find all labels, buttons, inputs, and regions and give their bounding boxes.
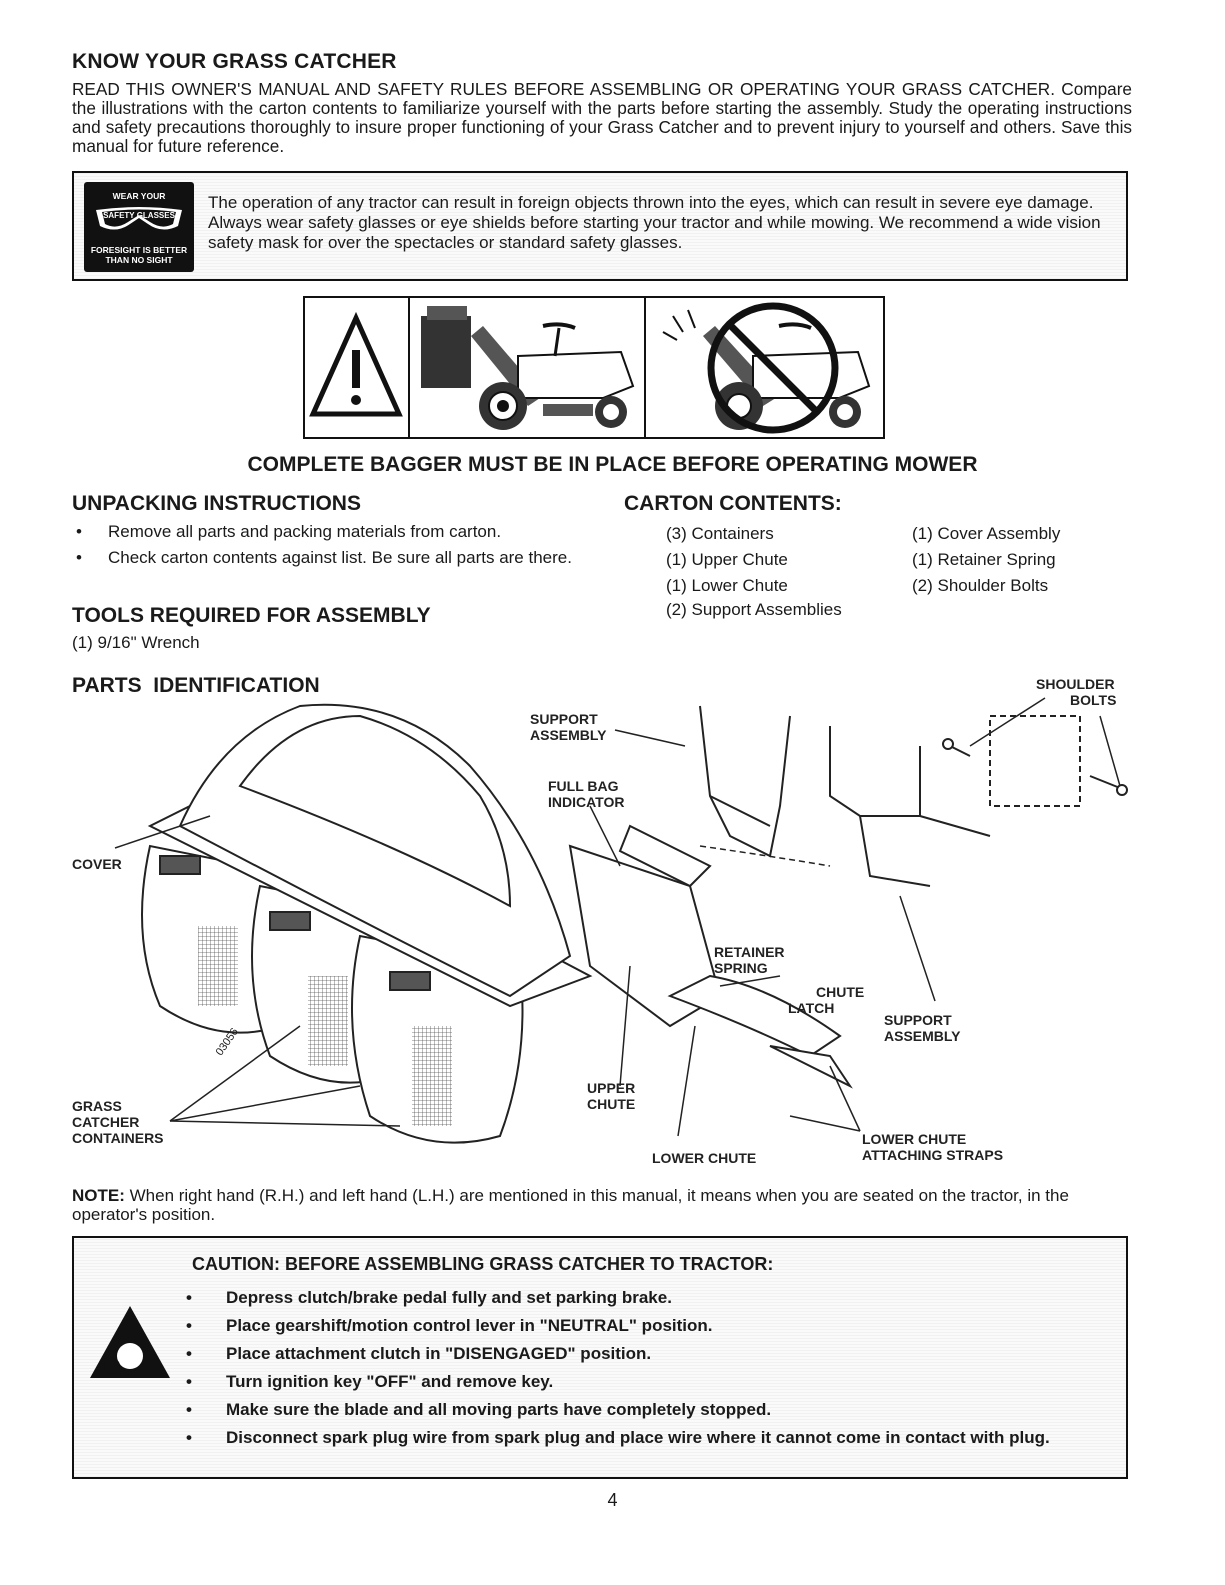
note-label: NOTE: xyxy=(72,1186,125,1205)
unpacking-heading: UNPACKING INSTRUCTIONS xyxy=(72,492,361,515)
label-lower-chute: LOWER CHUTE xyxy=(652,1150,757,1166)
label-chute-latch: CHUTE LATCH xyxy=(788,984,864,1016)
lower-chute-drawing xyxy=(667,974,853,1089)
label-upper-chute: UPPER CHUTE xyxy=(587,1080,635,1112)
page-number: 4 xyxy=(607,1490,618,1510)
badge-middle-text: SAFETY GLASSES xyxy=(103,211,175,220)
bagger-warning-pictogram xyxy=(303,296,885,439)
note-text: When right hand (R.H.) and left hand (L.… xyxy=(72,1186,1069,1224)
carton-item: (1) Cover Assembly xyxy=(912,524,1061,543)
support-assembly-drawing xyxy=(699,705,991,887)
label-support-assembly-line-1: SUPPORT xyxy=(530,711,598,727)
label-grass-catcher-containers: GRASS CATCHER CONTAINERS xyxy=(72,1098,164,1146)
carton-item: (1) Lower Chute xyxy=(666,576,788,595)
caution-item: Disconnect spark plug wire from spark pl… xyxy=(186,1428,1086,1448)
caution-item: Place attachment clutch in "DISENGAGED" … xyxy=(186,1344,1086,1364)
bagger-warning-banner: COMPLETE BAGGER MUST BE IN PLACE BEFORE … xyxy=(247,453,978,476)
caution-title: CAUTION: BEFORE ASSEMBLING GRASS CATCHER… xyxy=(192,1254,774,1274)
label-support-lower-line-2: ASSEMBLY xyxy=(884,1028,961,1044)
carton-item: (1) Retainer Spring xyxy=(912,550,1056,569)
unpacking-item: Remove all parts and packing materials f… xyxy=(76,522,596,542)
unpacking-item: Check carton contents against list. Be s… xyxy=(76,548,576,568)
caution-item: Place gearshift/motion control lever in … xyxy=(186,1316,1086,1336)
badge-bottom-text: FORESIGHT IS BETTER THAN NO SIGHT xyxy=(84,245,194,265)
label-support-lower-line-1: SUPPORT xyxy=(884,1012,952,1028)
carton-item: (3) Containers xyxy=(666,524,774,543)
tools-heading: TOOLS REQUIRED FOR ASSEMBLY xyxy=(72,604,431,627)
label-straps-line-2: ATTACHING STRAPS xyxy=(862,1147,1004,1163)
label-full-bag-line-2: INDICATOR xyxy=(548,794,625,810)
page-title: KNOW YOUR GRASS CATCHER xyxy=(72,50,397,73)
cover-drawing xyxy=(147,703,593,1008)
caution-item: Depress clutch/brake pedal fully and set… xyxy=(186,1288,1086,1308)
caution-warning-icon xyxy=(90,1306,170,1378)
note-paragraph: NOTE: When right hand (R.H.) and left ha… xyxy=(72,1186,1132,1224)
caution-item: Make sure the blade and all moving parts… xyxy=(186,1400,1086,1420)
caution-box: CAUTION: BEFORE ASSEMBLING GRASS CATCHER… xyxy=(72,1236,1128,1479)
upper-chute-drawing xyxy=(568,824,722,1028)
carton-item: (1) Upper Chute xyxy=(666,550,788,569)
parts-illustration xyxy=(114,697,1128,1144)
badge-bottom-line-1: FORESIGHT IS BETTER xyxy=(90,245,188,255)
label-upper-chute-line-2: CHUTE xyxy=(587,1096,636,1112)
safety-glasses-icon xyxy=(96,207,182,230)
carton-item: (2) Shoulder Bolts xyxy=(912,576,1049,595)
label-retainer-line-1: RETAINER xyxy=(714,944,785,960)
safety-glasses-notice: WEAR YOUR SAFETY GLASSES FORESIGHT IS BE… xyxy=(72,171,1128,281)
tractor-with-bagger-icon xyxy=(421,306,635,430)
carton-item: (2) Support Assemblies xyxy=(666,600,842,619)
label-support-assembly-lower: SUPPORT ASSEMBLY xyxy=(884,1012,961,1044)
label-grass-line-3: CONTAINERS xyxy=(72,1130,164,1146)
label-shoulder-bolts-line-2: BOLTS xyxy=(1070,692,1117,708)
label-shoulder-bolts: SHOULDER BOLTS xyxy=(1036,676,1116,708)
label-support-assembly-line-2: ASSEMBLY xyxy=(530,727,607,743)
label-chute-latch-line-1: CHUTE xyxy=(816,984,865,1000)
label-shoulder-bolts-line-1: SHOULDER xyxy=(1036,676,1115,692)
label-full-bag-indicator: FULL BAG INDICATOR xyxy=(548,778,624,810)
label-support-assembly: SUPPORT ASSEMBLY xyxy=(530,711,607,743)
shoulder-bolts-drawing xyxy=(942,715,1128,807)
label-retainer-spring: RETAINER SPRING xyxy=(714,944,785,976)
label-chute-latch-line-2: LATCH xyxy=(788,1000,835,1016)
prohibited-tractor-icon xyxy=(662,302,871,434)
warning-triangle-icon xyxy=(309,311,403,417)
badge-bottom-line-2: THAN NO SIGHT xyxy=(105,255,173,265)
safety-glasses-badge: WEAR YOUR SAFETY GLASSES FORESIGHT IS BE… xyxy=(84,182,194,272)
label-cover: COVER xyxy=(72,856,122,872)
intro-paragraph: READ THIS OWNER'S MANUAL AND SAFETY RULE… xyxy=(72,79,1132,156)
leader-lines xyxy=(114,697,1121,1137)
safety-glasses-text: The operation of any tractor can result … xyxy=(208,193,1101,252)
label-lower-chute-straps: LOWER CHUTE ATTACHING STRAPS xyxy=(862,1131,1003,1163)
label-retainer-line-2: SPRING xyxy=(714,960,768,976)
label-straps-line-1: LOWER CHUTE xyxy=(862,1131,967,1147)
tools-item: (1) 9/16" Wrench xyxy=(72,633,200,652)
caution-item: Turn ignition key "OFF" and remove key. xyxy=(186,1372,1086,1392)
label-grass-line-1: GRASS xyxy=(72,1098,122,1114)
parts-heading: PARTS IDENTIFICATION xyxy=(72,674,320,697)
label-full-bag-line-1: FULL BAG xyxy=(548,778,619,794)
label-upper-chute-line-1: UPPER xyxy=(587,1080,636,1096)
label-grass-line-2: CATCHER xyxy=(72,1114,140,1130)
badge-top-text: WEAR YOUR xyxy=(112,191,166,201)
carton-heading: CARTON CONTENTS: xyxy=(624,492,842,515)
